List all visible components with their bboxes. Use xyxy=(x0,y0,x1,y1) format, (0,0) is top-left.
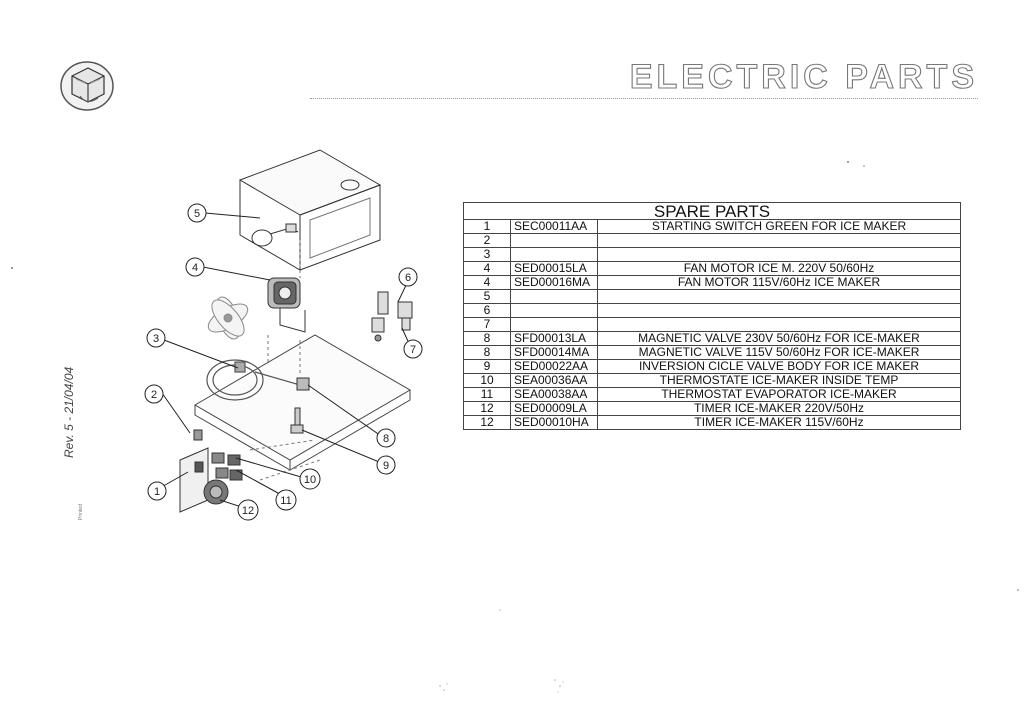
table-row: 5 xyxy=(463,289,961,304)
svg-text:3: 3 xyxy=(153,333,159,345)
svg-text:6: 6 xyxy=(405,272,411,284)
callout-11: 11 xyxy=(275,489,297,511)
svg-text:5: 5 xyxy=(194,208,200,220)
base-plate xyxy=(194,334,411,471)
part-description-cell: TIMER ICE-MAKER 115V/60Hz xyxy=(597,415,961,430)
callout-4: 4 xyxy=(185,257,205,277)
part-code-cell: SED00016MA xyxy=(510,275,598,290)
header-divider xyxy=(310,98,978,99)
control-bracket xyxy=(179,447,243,513)
part-code-cell: SED00022AA xyxy=(510,359,598,374)
callout-10: 10 xyxy=(299,468,321,490)
callout-3: 3 xyxy=(146,328,166,348)
callout-2: 2 xyxy=(144,384,164,404)
svg-text:11: 11 xyxy=(280,495,291,507)
fan-motor xyxy=(267,277,306,333)
callout-9: 9 xyxy=(376,455,396,475)
svg-text:10: 10 xyxy=(304,474,316,486)
switch-block xyxy=(193,429,203,441)
assembly-guides xyxy=(249,240,321,481)
svg-text:12: 12 xyxy=(242,505,254,517)
callout-5: 5 xyxy=(187,203,207,223)
svg-text:4: 4 xyxy=(192,262,198,274)
svg-text:2: 2 xyxy=(151,389,157,401)
svg-text:9: 9 xyxy=(383,460,389,472)
inversion-valve xyxy=(290,407,304,434)
ice-cube-logo-icon xyxy=(60,61,114,111)
callout-8: 8 xyxy=(376,428,396,448)
svg-text:7: 7 xyxy=(410,344,416,356)
part-code-cell: SEC00011AA xyxy=(510,219,598,234)
magnetic-valve-6 xyxy=(371,291,389,342)
svg-text:8: 8 xyxy=(383,433,389,445)
part-number-cell: 10 xyxy=(463,373,511,388)
part-number-cell: 12 xyxy=(463,415,511,430)
table-row: 2 xyxy=(463,233,961,248)
part-description-cell: FAN MOTOR ICE M. 220V 50/60Hz xyxy=(597,261,961,276)
svg-text:1: 1 xyxy=(154,486,160,498)
part-description-cell: THERMOSTAT EVAPORATOR ICE-MAKER xyxy=(597,387,961,402)
part-description-cell: STARTING SWITCH GREEN FOR ICE MAKER xyxy=(597,219,961,234)
callout-7: 7 xyxy=(403,339,423,359)
callout-6: 6 xyxy=(398,267,418,287)
callout-1: 1 xyxy=(147,481,167,501)
fan-blade xyxy=(207,296,249,340)
part-code-cell: SED00010HA xyxy=(510,415,598,430)
exploded-parts-diagram: 1 2 3 4 5 6 7 8 9 10 11 12 xyxy=(144,149,423,521)
table-row: 6 xyxy=(463,303,961,318)
page-title: ELECTRIC PARTS xyxy=(629,58,978,96)
part-description-cell: FAN MOTOR 115V/60Hz ICE MAKER xyxy=(597,275,961,290)
starter-cable xyxy=(251,223,299,247)
callout-12: 12 xyxy=(237,499,259,521)
magnetic-valve-7 xyxy=(397,301,413,331)
part-description-cell: MAGNETIC VALVE 230V 50/60Hz FOR ICE-MAKE… xyxy=(597,331,961,346)
thermostat-block xyxy=(296,377,310,391)
